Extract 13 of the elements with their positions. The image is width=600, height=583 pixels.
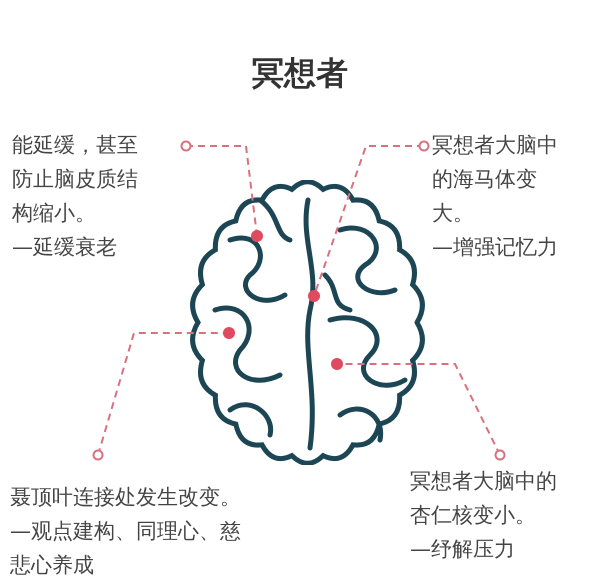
callout-text: 能延缓，甚至防止脑皮质结构缩小。 (12, 132, 139, 227)
callout-text: 冥想者大脑中的海马体变大。 (432, 132, 559, 227)
leader-line (180, 140, 263, 242)
callout-text: —纾解压力 (410, 536, 516, 563)
callout-text: —增强记忆力 (432, 234, 559, 261)
callout-text: 聂顶叶连接处发生改变。 (10, 484, 242, 511)
leader-line (308, 140, 430, 302)
callout-text: —观点建构、同理心、慈悲心养成 (10, 518, 242, 579)
title: 冥想者 (251, 53, 349, 94)
callout-text: —延缓衰老 (12, 234, 118, 261)
leader-line (92, 327, 235, 460)
callout-text: 冥想者大脑中的杏仁核变小。 (410, 468, 558, 529)
leader-line (331, 358, 506, 460)
